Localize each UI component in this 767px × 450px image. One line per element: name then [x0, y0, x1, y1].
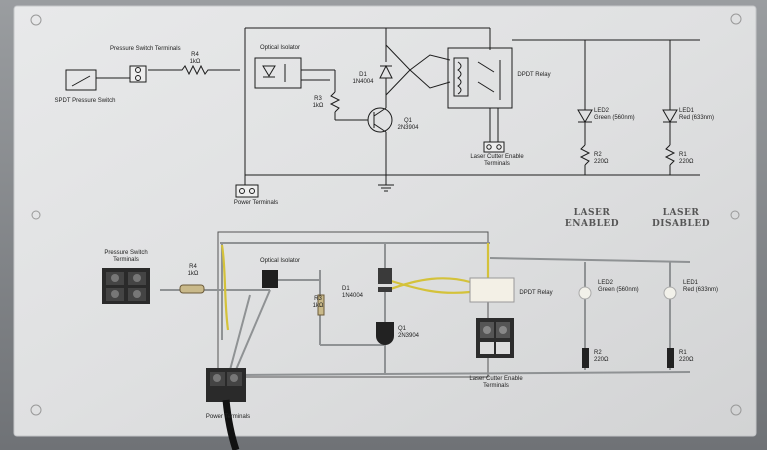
board-label-relay: DPDT Relay — [519, 290, 553, 296]
schematic-label-optical-isolator: Optical Isolator — [259, 45, 301, 51]
relay-symbol — [447, 47, 513, 109]
schematic-terminal-power — [235, 184, 259, 198]
power-terminal-block — [206, 368, 246, 402]
spdt-switch-symbol — [65, 69, 97, 91]
schematic-terminal-laser — [483, 141, 505, 153]
schematic-label-d1: D1 1N4004 — [352, 72, 374, 85]
bare-wires — [160, 242, 691, 376]
board-label-d1: D1 1N4004 — [342, 286, 364, 299]
r4-resistor — [179, 284, 205, 294]
d1-diode — [378, 268, 392, 292]
led2-green — [578, 286, 592, 300]
pressure-terminal-block — [102, 268, 150, 304]
laser-terminal-block — [476, 318, 514, 358]
board-label-q1: Q1 2N3904 — [398, 326, 420, 339]
schematic-label-relay: DPDT Relay — [517, 72, 551, 78]
laser-disabled-label: LASER DISABLED — [651, 208, 711, 229]
board-label-r1: R1 220Ω — [679, 350, 694, 363]
board-outline — [217, 231, 489, 378]
board-label-optical-isolator: Optical Isolator — [259, 258, 301, 264]
assembled-board — [102, 231, 691, 450]
relay-module — [469, 277, 515, 303]
board-label-laser-terminals: Laser Cutter Enable Terminals — [469, 376, 523, 389]
board-label-r4: R4 1kΩ — [187, 264, 199, 277]
schematic-label-r3: R3 1kΩ — [312, 96, 324, 109]
schematic-terminal-pressure — [129, 65, 147, 83]
schematic-label-r2: R2 220Ω — [594, 152, 609, 165]
r1-symbol — [664, 144, 676, 166]
schematic-label-q1: Q1 2N3904 — [397, 118, 419, 131]
acrylic-panel — [13, 5, 757, 437]
schematic-label-led1: LED1 Red (633nm) — [679, 108, 715, 121]
schematic-label-spdt: SPDT Pressure Switch — [54, 98, 116, 104]
board-label-r2: R2 220Ω — [594, 350, 609, 363]
schematic-diagram — [65, 27, 700, 198]
led1-symbol — [662, 109, 678, 123]
optical-isolator-chip — [262, 270, 278, 288]
r3-resistor — [317, 294, 325, 316]
schematic-label-led2: LED2 Green (560nm) — [594, 108, 635, 121]
q1-symbol — [367, 107, 393, 133]
r3-symbol — [329, 91, 341, 113]
optical-isolator-symbol — [254, 57, 302, 89]
schematic-label-power-terminals: Power Terminals — [233, 200, 279, 206]
r2-resistor — [582, 348, 589, 368]
schematic-label-laser-terminals: Laser Cutter Enable Terminals — [470, 154, 524, 167]
board-label-pressure-terminals: Pressure Switch Terminals — [104, 250, 148, 263]
schematic-label-r1: R1 220Ω — [679, 152, 694, 165]
power-cable — [222, 399, 240, 450]
mounting-holes — [30, 13, 742, 416]
r2-symbol — [579, 144, 591, 166]
laser-enabled-label: LASER ENABLED — [564, 208, 620, 229]
led1-red — [663, 286, 677, 300]
r1-resistor — [667, 348, 674, 368]
q1-transistor — [376, 322, 394, 345]
schematic-label-r4: R4 1kΩ — [189, 52, 201, 65]
board-label-power-terminals: Power Terminals — [205, 414, 251, 420]
board-label-r3: R3 1kΩ — [312, 296, 324, 309]
r4-symbol — [148, 64, 240, 76]
led2-symbol — [577, 109, 593, 123]
schematic-label-pressure-terminals: Pressure Switch Terminals — [110, 46, 181, 52]
board-label-led2: LED2 Green (560nm) — [598, 280, 639, 293]
board-label-led1: LED1 Red (633nm) — [683, 280, 719, 293]
